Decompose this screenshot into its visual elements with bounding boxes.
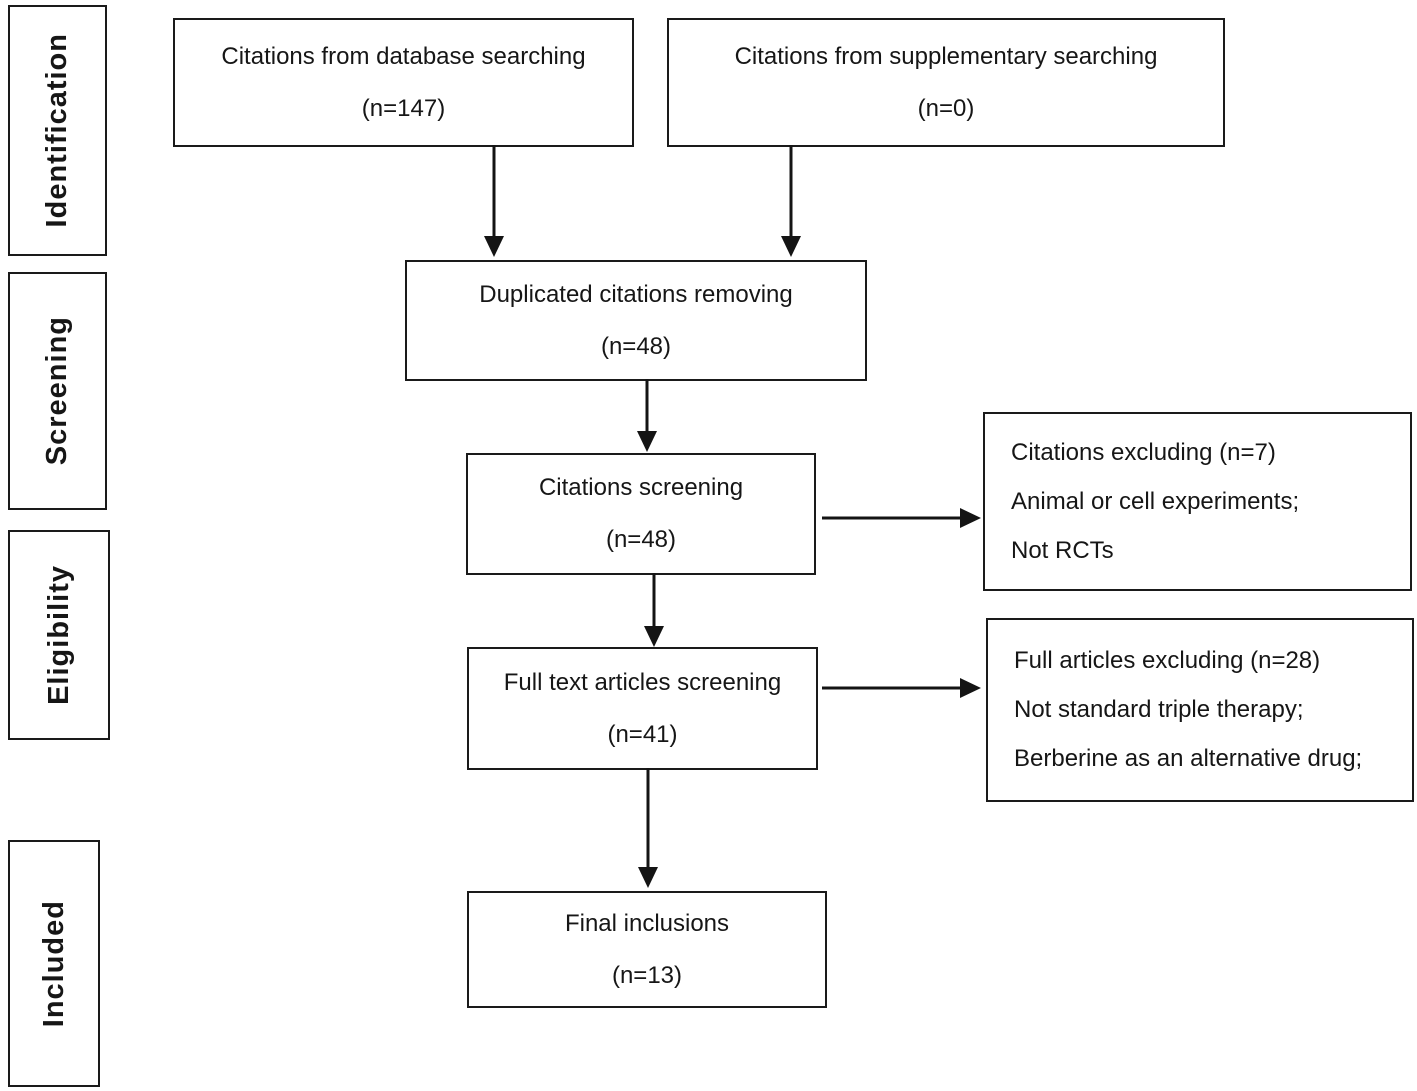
- box-supplementary-searching-title: Citations from supplementary searching: [734, 42, 1158, 70]
- citations-excluding-line-2: Animal or cell experiments;: [1011, 487, 1300, 515]
- box-fullarticles-excluding: Full articles excluding (n=28) Not stand…: [986, 618, 1414, 802]
- box-database-searching-count: (n=147): [361, 94, 446, 122]
- box-database-searching: Citations from database searching (n=147…: [173, 18, 634, 147]
- box-fulltext-screening: Full text articles screening (n=41): [467, 647, 818, 770]
- box-database-searching-title: Citations from database searching: [221, 42, 586, 70]
- arrow-supplementary-to-duplicates: [781, 145, 801, 257]
- box-duplicates-removing: Duplicated citations removing (n=48): [405, 260, 867, 381]
- arrow-screening-to-fulltext: [644, 573, 664, 647]
- stage-label-eligibility: Eligibility: [8, 530, 110, 740]
- box-supplementary-searching: Citations from supplementary searching (…: [667, 18, 1225, 147]
- box-fulltext-screening-title: Full text articles screening: [503, 668, 782, 696]
- stage-label-identification: Identification: [8, 5, 107, 256]
- box-final-inclusions-title: Final inclusions: [564, 909, 730, 937]
- fullarticles-excluding-line-2: Not standard triple therapy;: [1014, 696, 1304, 723]
- stage-label-screening-text: Screening: [41, 316, 73, 466]
- box-duplicates-removing-title: Duplicated citations removing: [479, 280, 793, 308]
- box-final-inclusions: Final inclusions (n=13): [467, 891, 827, 1008]
- stage-label-included: Included: [8, 840, 100, 1087]
- stage-label-eligibility-text: Eligibility: [42, 565, 75, 705]
- box-citations-screening-title: Citations screening: [538, 474, 744, 501]
- arrow-duplicates-to-screening: [637, 379, 657, 452]
- fullarticles-excluding-line-1: Full articles excluding (n=28): [1014, 647, 1321, 674]
- box-fulltext-screening-count: (n=41): [607, 720, 678, 748]
- stage-label-included-text: Included: [37, 899, 70, 1028]
- citations-excluding-line-3: Not RCTs: [1011, 536, 1114, 564]
- arrow-database-to-duplicates: [484, 145, 504, 257]
- box-final-inclusions-count: (n=13): [611, 961, 683, 989]
- citations-excluding-line-1: Citations excluding (n=7): [1011, 438, 1276, 466]
- fullarticles-excluding-line-3: Berberine as an alternative drug;: [1014, 745, 1363, 772]
- box-citations-screening-count: (n=48): [605, 526, 677, 553]
- stage-label-screening: Screening: [8, 272, 107, 510]
- stage-label-identification-text: Identification: [41, 33, 73, 228]
- arrow-fulltext-to-excluding: [822, 678, 981, 698]
- box-supplementary-searching-count: (n=0): [917, 94, 975, 122]
- box-citations-screening: Citations screening (n=48): [466, 453, 816, 575]
- box-duplicates-removing-count: (n=48): [600, 332, 672, 360]
- arrow-fulltext-to-final: [638, 768, 658, 888]
- arrow-screening-to-excluding: [822, 508, 981, 528]
- box-citations-excluding: Citations excluding (n=7) Animal or cell…: [983, 412, 1412, 591]
